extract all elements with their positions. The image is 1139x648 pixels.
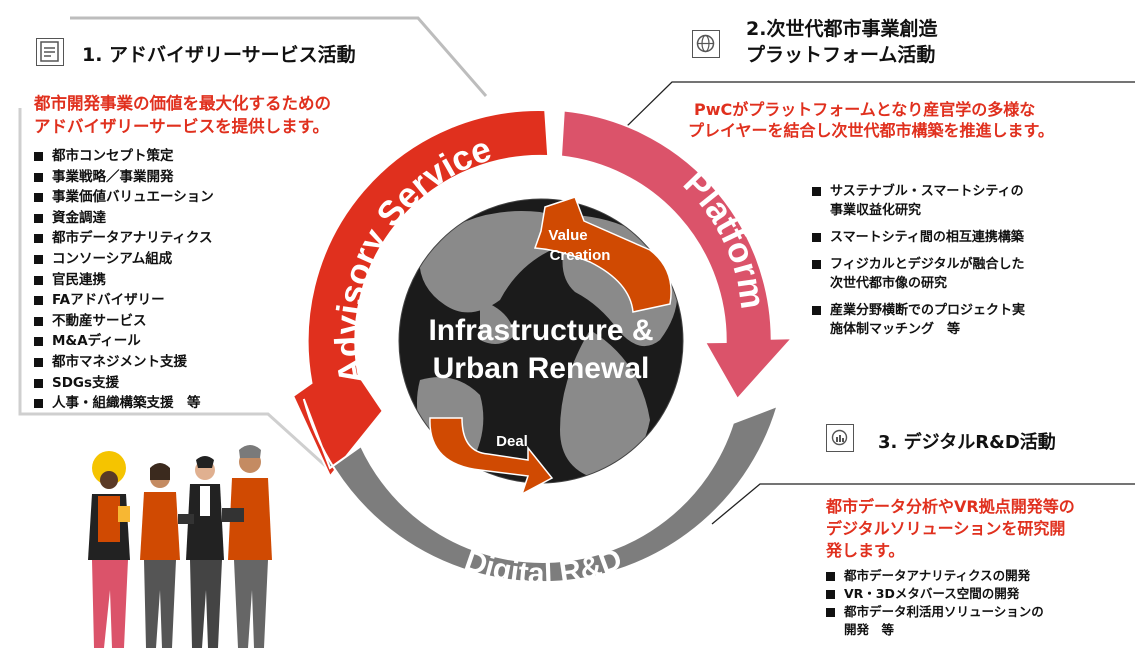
- digital-activity-list: 都市データアナリティクスの開発 VR・3Dメタバース空間の開発 都市データ利活用…: [826, 567, 1044, 639]
- list-item: VR・3Dメタバース空間の開発: [826, 585, 1044, 603]
- globe-icon: [692, 30, 720, 58]
- advisory-panel-frame: [18, 108, 332, 472]
- list-item: 資金調達: [34, 208, 214, 229]
- center-title-line1: Infrastructure &: [428, 314, 653, 347]
- list-item: 事業価値バリュエーション: [34, 187, 214, 208]
- advisory-lead-line2: アドバイザリーサービスを提供します。: [34, 117, 330, 136]
- list-item: 不動産サービス: [34, 311, 214, 332]
- advisory-callout-line: [70, 16, 488, 97]
- globe-image: [398, 198, 684, 484]
- platform-heading-line2: プラットフォーム活動: [746, 44, 936, 66]
- deal-arrow: [429, 417, 554, 496]
- advisory-heading: 1. アドバイザリーサービス活動: [82, 44, 356, 66]
- value-creation-label-line1: Value: [548, 227, 587, 244]
- digital-rd-arrow: [302, 398, 780, 584]
- list-item: 官民連携: [34, 270, 214, 291]
- list-item: FAアドバイザリー: [34, 290, 214, 311]
- value-creation-arrow: [533, 196, 672, 313]
- list-item: スマートシティ間の相互連携構築: [812, 228, 1025, 247]
- list-item: コンソーシアム組成: [34, 249, 214, 270]
- list-item: 都市データアナリティクスの開発: [826, 567, 1044, 585]
- svg-text:Digital R&D: Digital R&D: [460, 543, 626, 591]
- digital-rd-label: Digital R&D: [460, 543, 626, 591]
- list-item: 都市データアナリティクス: [34, 228, 214, 249]
- digital-lead-line2: デジタルソリューションを研究開: [826, 519, 1066, 538]
- advisory-service-arrow: [291, 109, 550, 479]
- list-item: 都市マネジメント支援: [34, 352, 214, 373]
- advisory-lead-line1: 都市開発事業の価値を最大化するための: [34, 94, 331, 113]
- platform-callout-line: [622, 81, 1135, 131]
- list-item: フィジカルとデジタルが融合した次世代都市像の研究: [812, 255, 1025, 293]
- list-item: M&Aディール: [34, 331, 214, 352]
- platform-heading-line1: 2.次世代都市事業創造: [746, 18, 938, 40]
- platform-lead-line2: プレイヤーを結合し次世代都市構築を推進します。: [688, 121, 1054, 140]
- list-item: SDGs支援: [34, 373, 214, 394]
- digital-lead-line1: 都市データ分析やVR拠点開発等の: [826, 497, 1075, 516]
- list-item: 事業戦略／事業開発: [34, 167, 214, 188]
- digital-callout-line: [711, 483, 1135, 525]
- list-item: 都市データ利活用ソリューションの開発 等: [826, 603, 1044, 639]
- people-illustration: [88, 445, 272, 648]
- digital-heading: 3. デジタルR&D活動: [878, 432, 1056, 453]
- digital-lead-line3: 発します。: [826, 541, 905, 560]
- list-item: 人事・組織構築支援 等: [34, 393, 214, 414]
- platform-activity-list: サステナブル・スマートシティの事業収益化研究 スマートシティ間の相互連携構築 フ…: [812, 182, 1025, 347]
- chart-icon: [826, 424, 854, 452]
- list-item: 都市コンセプト策定: [34, 146, 214, 167]
- list-item: サステナブル・スマートシティの事業収益化研究: [812, 182, 1025, 220]
- platform-arrow: [559, 109, 795, 401]
- document-icon: [36, 38, 64, 66]
- platform-lead-line1: PwCがプラットフォームとなり産官学の多様な: [694, 100, 1036, 119]
- value-creation-label-line2: Creation: [550, 247, 611, 264]
- list-item: 産業分野横断でのプロジェクト実施体制マッチング 等: [812, 301, 1025, 339]
- deal-label: Deal: [496, 433, 528, 450]
- advisory-service-list: 都市コンセプト策定 事業戦略／事業開発 事業価値バリュエーション 資金調達 都市…: [34, 146, 214, 414]
- center-title-line2: Urban Renewal: [433, 352, 650, 385]
